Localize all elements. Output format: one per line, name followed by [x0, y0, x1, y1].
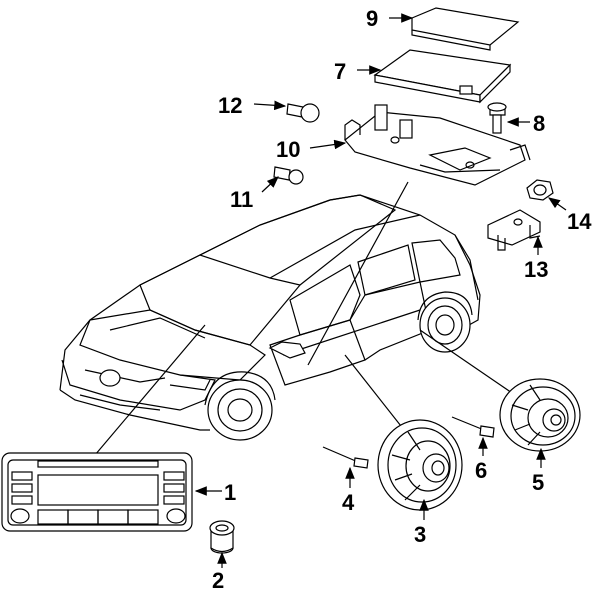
callout-13: 13	[524, 257, 548, 282]
callout-2: 2	[212, 568, 224, 593]
radio-head-unit	[1, 452, 193, 532]
rear-door-speaker	[499, 378, 581, 452]
callout-4: 4	[342, 490, 355, 515]
callout-14: 14	[567, 209, 592, 234]
callout-6: 6	[475, 458, 487, 483]
callout-9: 9	[366, 6, 378, 31]
callout-12: 12	[218, 93, 242, 118]
screw-11	[273, 166, 304, 185]
amplifier-module	[373, 49, 512, 104]
leader-lines	[94, 181, 516, 456]
callout-8: 8	[533, 111, 545, 136]
front-door-speaker	[377, 419, 463, 511]
callout-5: 5	[532, 470, 544, 495]
callout-labels: 1 2 3 4 5 6 7 8 9 10 11 12 13 14	[212, 6, 592, 593]
cover	[411, 7, 520, 51]
callout-10: 10	[276, 137, 300, 162]
callout-7: 7	[334, 59, 346, 84]
knob	[209, 520, 235, 554]
vehicle-illustration	[59, 194, 481, 441]
callout-1: 1	[224, 480, 236, 505]
callout-arrows	[194, 13, 567, 568]
bolt	[487, 102, 507, 134]
front-speaker-screw	[322, 446, 369, 469]
bracket-13	[487, 209, 541, 251]
mounting-bracket	[344, 104, 531, 186]
nut	[526, 179, 554, 201]
rear-speaker-screw	[451, 416, 495, 438]
screw-12	[286, 103, 320, 123]
callout-3: 3	[414, 522, 426, 547]
callout-11: 11	[230, 187, 253, 212]
